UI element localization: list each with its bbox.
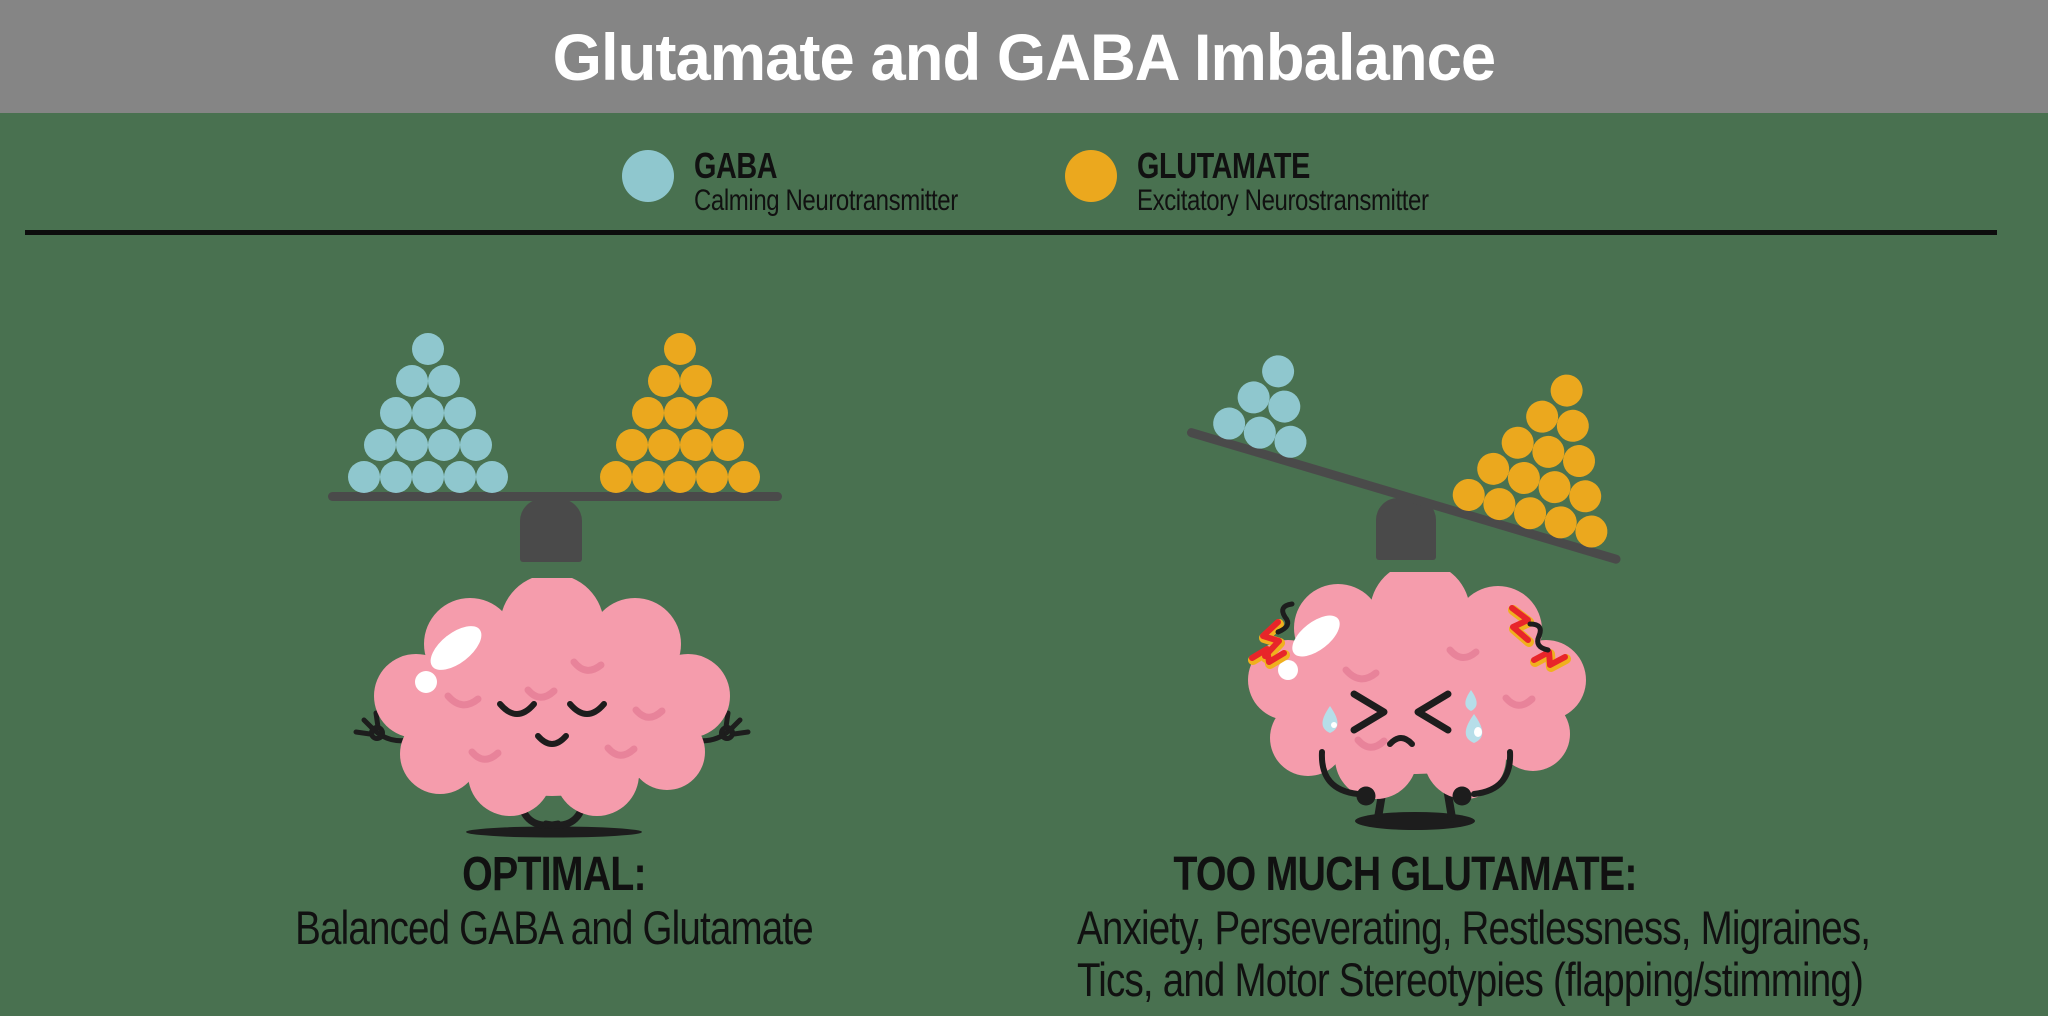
gaba-ball	[444, 397, 476, 429]
gaba-ball	[348, 461, 380, 493]
tilted-scale-fulcrum	[1376, 498, 1436, 560]
crossed-legs	[518, 804, 586, 829]
gaba-ball-pyramid-balanced	[348, 333, 508, 493]
glutamate-ball	[664, 333, 696, 365]
too-much-glutamate-description-1: Anxiety, Perseverating, Restlessness, Mi…	[1077, 901, 1871, 954]
glutamate-ball	[632, 397, 664, 429]
legend-item-gaba: GABA Calming Neurotransmitter	[622, 148, 1024, 217]
gaba-ball	[364, 429, 396, 461]
calm-face	[497, 701, 607, 747]
glutamate-ball	[696, 397, 728, 429]
too-much-glutamate-description-2: Tics, and Motor Stereotypies (flapping/s…	[1077, 953, 1864, 1006]
balanced-scale-fulcrum	[520, 499, 582, 562]
calm-brain-illustration	[353, 578, 751, 838]
glutamate-ball	[728, 461, 760, 493]
glutamate-ball	[680, 429, 712, 461]
gaba-ball	[1270, 421, 1311, 462]
optimal-title: OPTIMAL:	[462, 848, 646, 901]
optimal-description: Balanced GABA and Glutamate	[295, 901, 814, 954]
legend-item-glutamate: GLUTAMATE Excitatory Neurostransmitter	[1065, 148, 1501, 217]
gaba-ball	[412, 333, 444, 365]
tears	[1322, 690, 1483, 743]
glutamate-ball	[1571, 511, 1612, 552]
header-bar: Glutamate and GABA Imbalance	[0, 0, 2048, 113]
brain-cloud	[1248, 572, 1586, 799]
glutamate-swatch-icon	[1065, 150, 1117, 202]
scrunched-face	[1350, 690, 1452, 747]
gaba-ball	[428, 365, 460, 397]
brain-shine	[415, 626, 482, 693]
glutamate-ball	[680, 365, 712, 397]
gaba-legend-description: Calming Neurotransmitter	[694, 184, 958, 217]
gaba-ball	[428, 429, 460, 461]
glutamate-ball-pyramid-balanced	[600, 333, 760, 493]
gaba-swatch-icon	[622, 150, 674, 202]
gaba-ball	[412, 397, 444, 429]
optimal-caption: OPTIMAL: Balanced GABA and Glutamate	[154, 848, 954, 954]
brain-shadow	[466, 826, 642, 838]
brain-folds	[1342, 646, 1536, 751]
gaba-ball	[380, 461, 412, 493]
stressed-brain-illustration	[1248, 572, 1586, 830]
glutamate-legend-text: GLUTAMATE Excitatory Neurostransmitter	[1137, 145, 1429, 218]
too-much-glutamate-title: TOO MUCH GLUTAMATE:	[1173, 848, 1637, 901]
balanced-scale-plank	[328, 333, 782, 501]
glutamate-ball	[632, 461, 664, 493]
gaba-ball	[444, 461, 476, 493]
glutamate-ball	[712, 429, 744, 461]
gaba-ball	[476, 461, 508, 493]
divider-line	[25, 230, 1997, 235]
brain-shine	[1278, 615, 1340, 680]
page-title: Glutamate and GABA Imbalance	[552, 19, 1496, 94]
gaba-legend-label: GABA	[694, 145, 778, 186]
clenched-arms	[1318, 749, 1514, 806]
brain-folds	[444, 658, 666, 763]
glutamate-legend-description: Excitatory Neurostransmitter	[1137, 184, 1429, 217]
glutamate-ball-pyramid-tilted	[1448, 352, 1648, 552]
glutamate-ball	[648, 429, 680, 461]
glutamate-ball	[616, 429, 648, 461]
gaba-ball	[396, 365, 428, 397]
gaba-ball	[396, 429, 428, 461]
gaba-ball	[380, 397, 412, 429]
glutamate-ball	[664, 397, 696, 429]
gaba-legend-text: GABA Calming Neurotransmitter	[694, 145, 958, 218]
glutamate-legend-label: GLUTAMATE	[1137, 145, 1310, 186]
stress-marks	[1248, 601, 1571, 672]
glutamate-ball	[600, 461, 632, 493]
glutamate-ball	[648, 365, 680, 397]
too-much-glutamate-caption: TOO MUCH GLUTAMATE: Anxiety, Perseverati…	[1005, 848, 1871, 1006]
gaba-ball-pyramid-tilted	[1209, 342, 1328, 462]
glutamate-ball	[664, 461, 696, 493]
brain-shadow	[1355, 812, 1475, 830]
gaba-ball	[460, 429, 492, 461]
gaba-ball	[412, 461, 444, 493]
glutamate-ball	[696, 461, 728, 493]
